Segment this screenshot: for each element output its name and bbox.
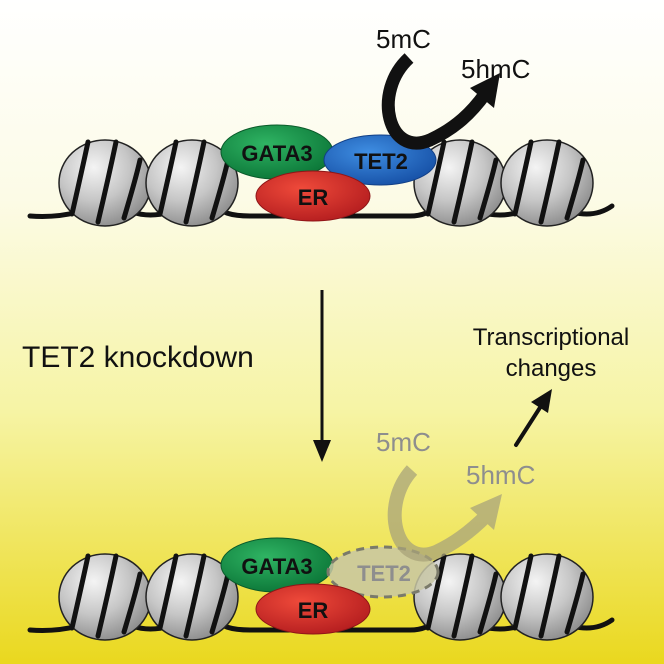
top-nucleosome-3 bbox=[413, 139, 507, 227]
bottom-gata3-label: GATA3 bbox=[241, 554, 312, 579]
bottom-er-label: ER bbox=[298, 598, 329, 623]
bottom-nucleosome-1 bbox=[58, 553, 152, 641]
bottom-5hmc-label: 5hmC bbox=[466, 460, 535, 490]
outcome-line-1: Transcriptional bbox=[473, 324, 630, 351]
top-er-label: ER bbox=[298, 185, 329, 210]
top-nucleosome-1 bbox=[58, 139, 152, 227]
top-5hmc-label: 5hmC bbox=[461, 54, 530, 84]
outcome-arrow bbox=[514, 389, 552, 447]
top-gata3-label: GATA3 bbox=[241, 141, 312, 166]
bottom-panel: GATA3 TET2 ER 5mC 5hmC Transcriptional c… bbox=[27, 324, 630, 641]
bottom-faded-conversion-arrow bbox=[387, 465, 502, 562]
arrow-up-right-icon bbox=[531, 389, 552, 413]
knockdown-transition: TET2 knockdown bbox=[22, 290, 331, 462]
top-gata3-protein: GATA3 bbox=[220, 124, 334, 180]
top-conversion-arrow bbox=[381, 53, 500, 150]
bottom-er-protein: ER bbox=[255, 583, 371, 635]
bottom-tet2-faded-protein: TET2 bbox=[326, 545, 440, 599]
top-tet2-label: TET2 bbox=[354, 149, 408, 174]
bottom-nucleosome-4 bbox=[500, 553, 594, 641]
top-panel: GATA3 TET2 ER 5mC 5hmC bbox=[27, 24, 615, 227]
bottom-gata3-protein: GATA3 bbox=[220, 537, 334, 593]
bottom-nucleosome-2 bbox=[145, 553, 239, 641]
bottom-tet2-label: TET2 bbox=[357, 561, 411, 586]
down-arrow-head-icon bbox=[313, 440, 331, 462]
knockdown-label: TET2 knockdown bbox=[22, 341, 254, 374]
top-nucleosome-4 bbox=[500, 139, 594, 227]
outcome-line-2: changes bbox=[506, 355, 597, 382]
top-er-protein: ER bbox=[255, 170, 371, 222]
bottom-5mc-label: 5mC bbox=[376, 427, 431, 457]
top-5mc-label: 5mC bbox=[376, 24, 431, 54]
